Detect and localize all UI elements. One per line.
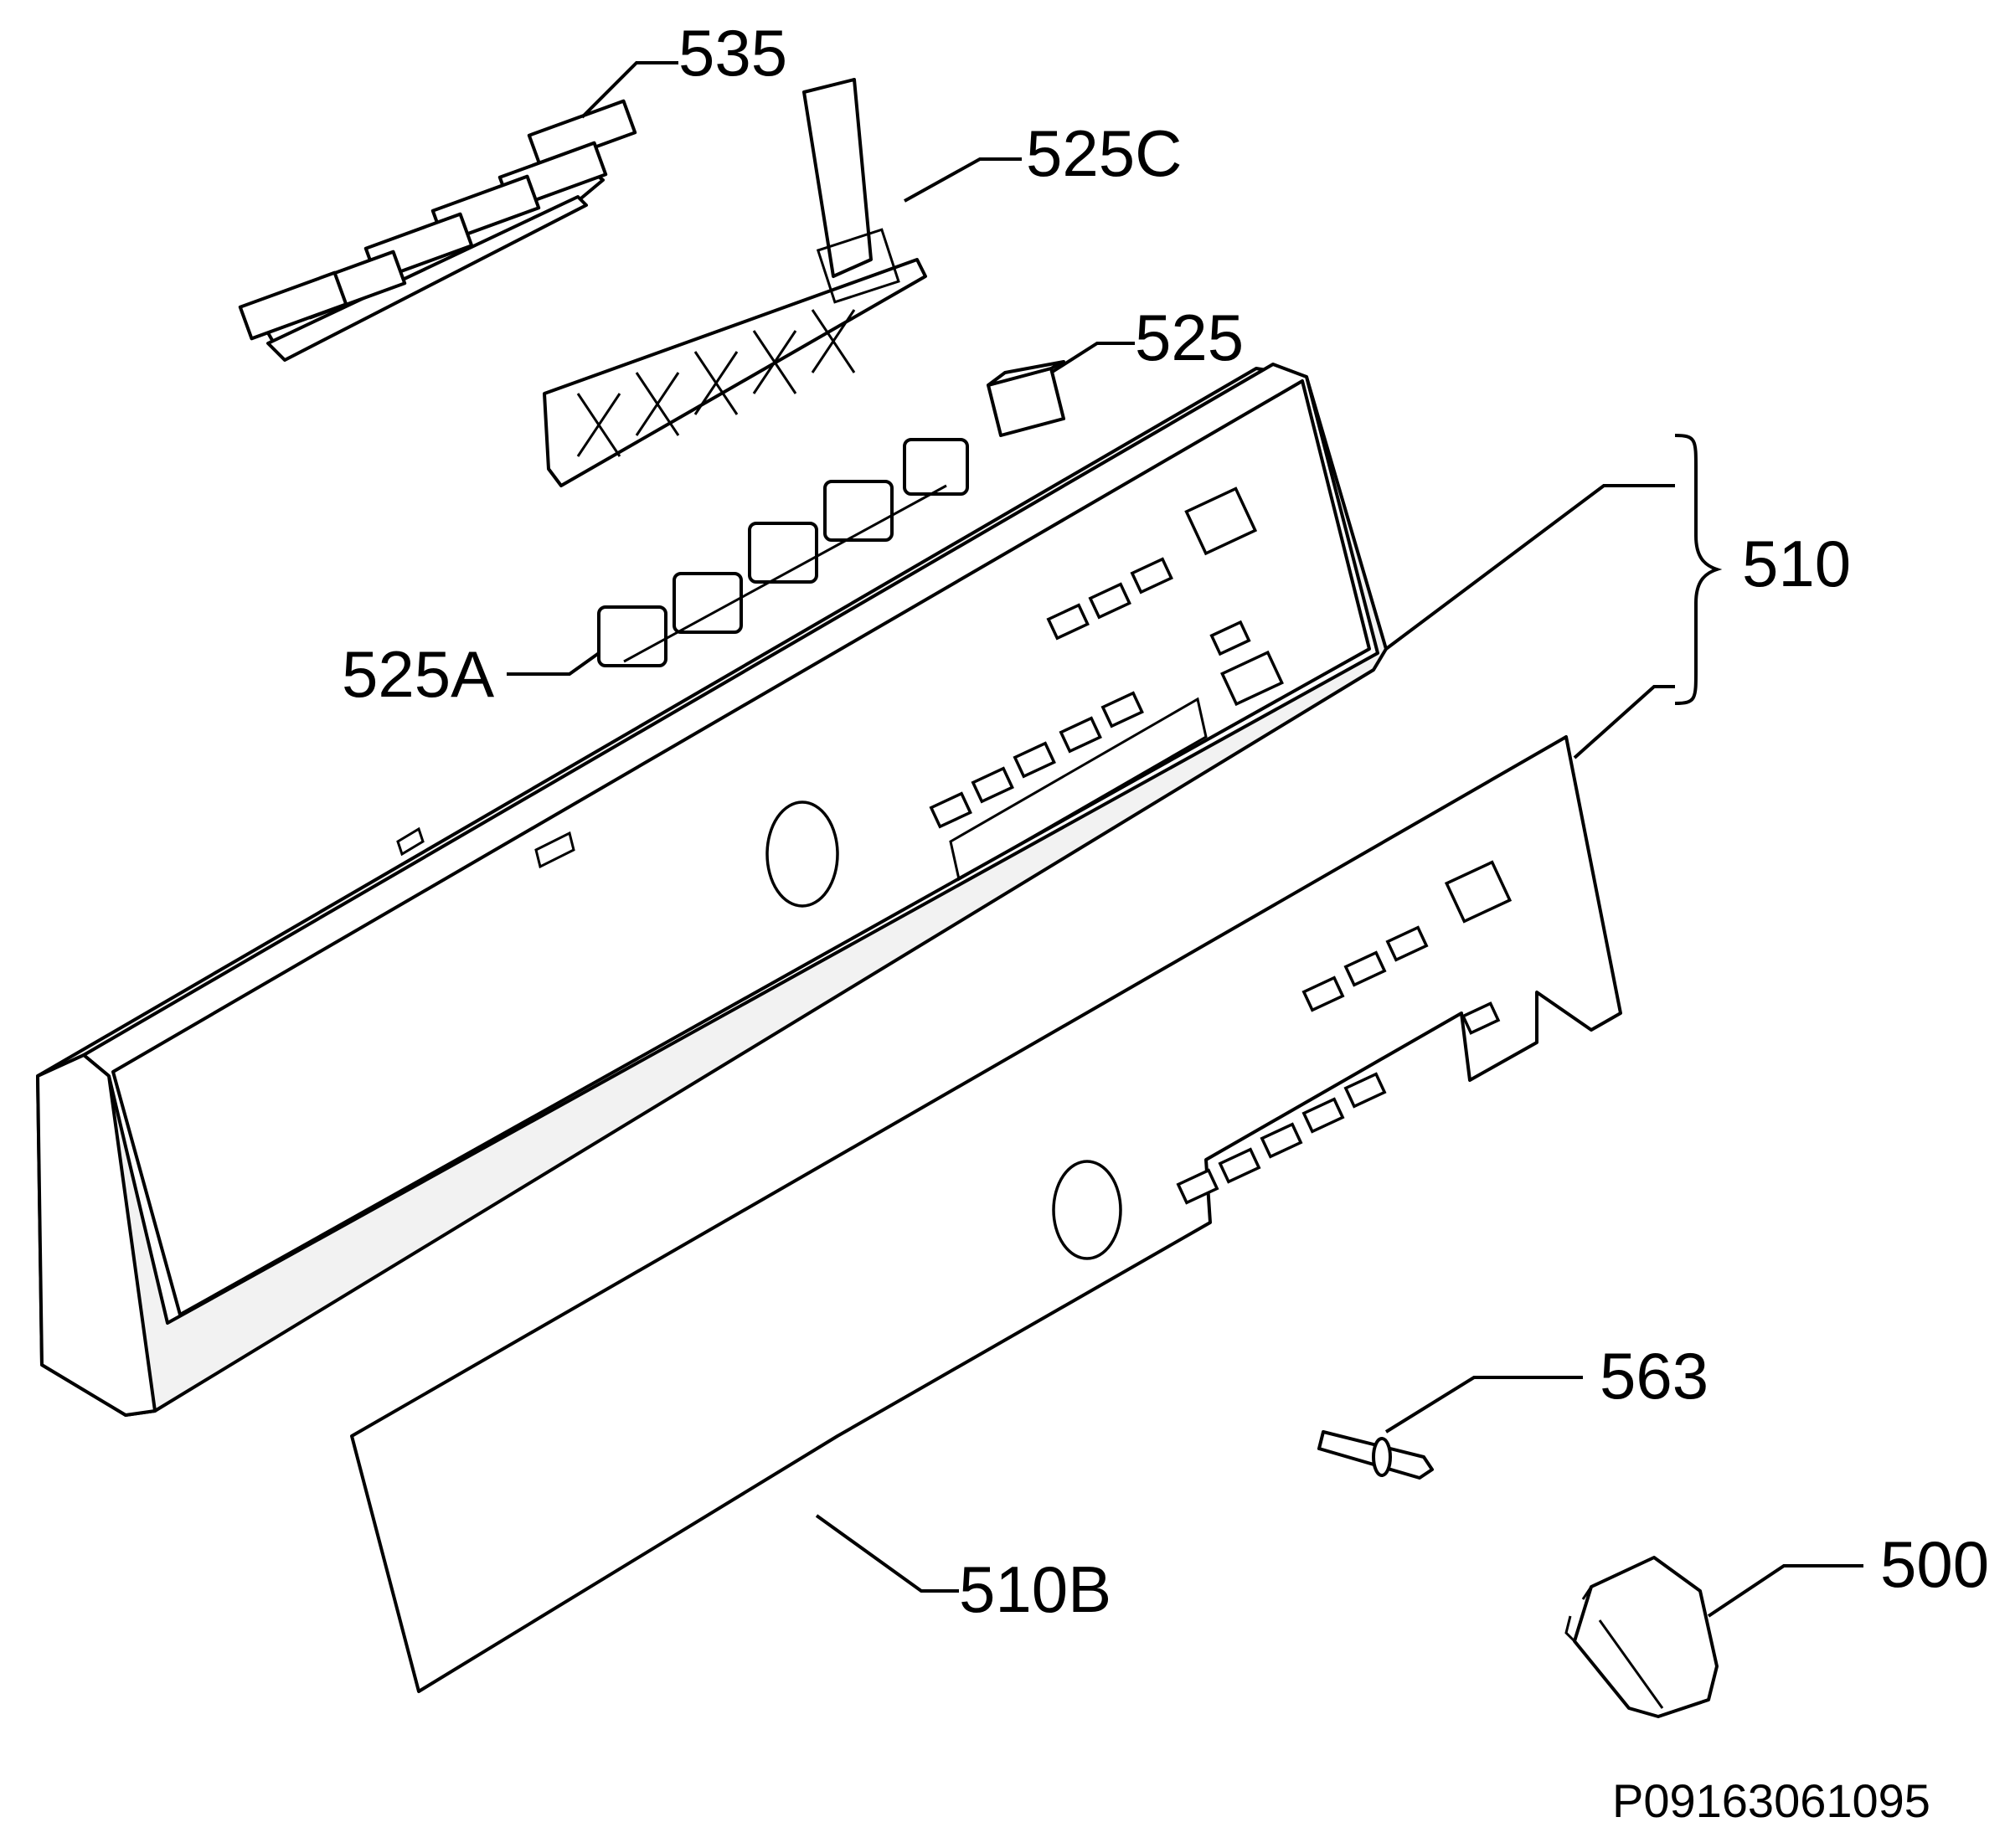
part-563-pin[interactable] — [1317, 1430, 1434, 1480]
leader-lines — [507, 61, 1863, 1618]
label-525c: 525C — [1026, 116, 1182, 190]
part-535-switch-bar[interactable] — [238, 99, 637, 362]
label-525: 525 — [1135, 301, 1244, 374]
label-563: 563 — [1600, 1339, 1708, 1413]
bracket-510 — [1674, 434, 1723, 705]
label-500: 500 — [1880, 1527, 1989, 1601]
part-525c-frame[interactable] — [543, 78, 927, 487]
label-535: 535 — [678, 16, 787, 90]
part-510-panel-housing[interactable] — [36, 363, 1388, 1417]
label-510: 510 — [1742, 527, 1851, 600]
part-525-cap[interactable] — [987, 360, 1065, 437]
part-500-knob[interactable] — [1564, 1556, 1719, 1718]
part-525a-buttons[interactable] — [597, 438, 969, 667]
part-510b-facia[interactable] — [350, 735, 1622, 1693]
drawing-code: P09163061095 — [1612, 1774, 1930, 1827]
label-510b: 510B — [959, 1552, 1111, 1626]
label-525a: 525A — [342, 637, 494, 711]
